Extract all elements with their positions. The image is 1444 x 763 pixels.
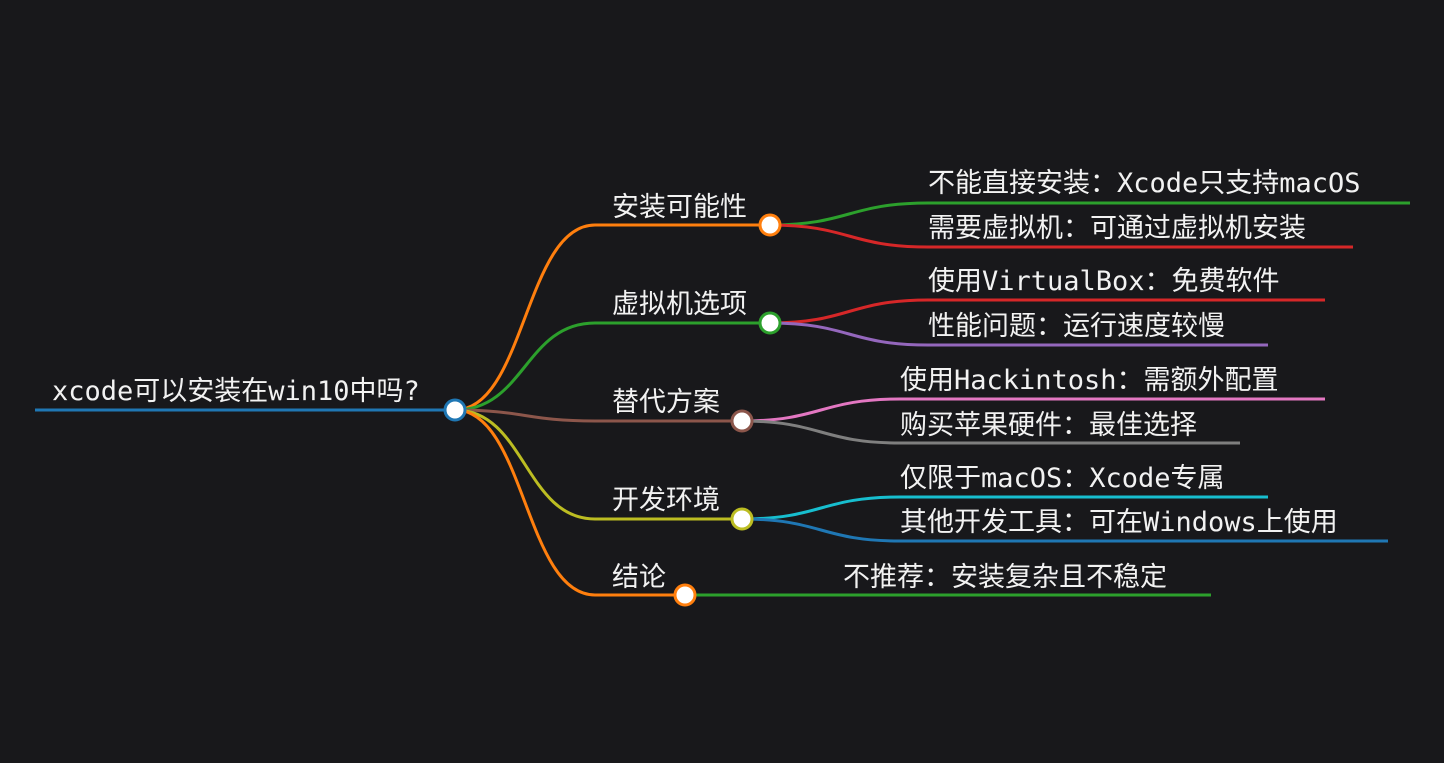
branch-label-dev-environment: 开发环境 <box>612 485 720 516</box>
edge-install-possibility-to-leaf-0 <box>769 201 929 227</box>
edge-vm-options-to-leaf-1 <box>769 321 929 347</box>
leaf-label-other-tools: 其他开发工具：可在Windows上使用 <box>900 507 1338 538</box>
branch-node-vm-options <box>758 311 782 335</box>
edge-install-possibility-to-leaf-1 <box>769 223 929 249</box>
leaf-label-cannot-install-directly: 不能直接安装：Xcode只支持macOS <box>928 168 1361 199</box>
branch-label-conclusion: 结论 <box>612 562 666 593</box>
leaf-label-performance: 性能问题：运行速度较慢 <box>928 311 1225 342</box>
leaf-label-macos-only: 仅限于macOS：Xcode专属 <box>900 463 1225 494</box>
edge-root-to-dev-environment <box>454 408 596 521</box>
branch-node-install-possibility <box>758 213 782 237</box>
root-node <box>443 398 467 422</box>
edge-root-to-alternatives <box>454 408 596 423</box>
branch-label-vm-options: 虚拟机选项 <box>612 289 747 320</box>
edge-vm-options-to-leaf-0 <box>769 298 929 325</box>
node-layer <box>443 213 782 607</box>
leaf-label-hackintosh: 使用Hackintosh：需额外配置 <box>900 365 1279 396</box>
branch-node-conclusion <box>673 583 697 607</box>
branch-label-alternatives: 替代方案 <box>612 387 720 418</box>
edge-dev-environment-to-leaf-0 <box>741 495 901 521</box>
edge-dev-environment-to-leaf-1 <box>741 517 901 543</box>
branch-node-dev-environment <box>730 507 754 531</box>
leaf-label-not-recommended: 不推荐：安装复杂且不稳定 <box>843 562 1167 593</box>
edge-root-to-conclusion <box>454 408 596 597</box>
edge-layer <box>35 201 1410 597</box>
leaf-label-buy-apple-hardware: 购买苹果硬件：最佳选择 <box>900 410 1197 441</box>
edge-root-to-install-possibility <box>454 223 596 412</box>
leaf-label-virtualbox: 使用VirtualBox：免费软件 <box>928 266 1280 297</box>
branch-node-alternatives <box>730 409 754 433</box>
edge-alternatives-to-leaf-1 <box>741 419 901 445</box>
root-topic: xcode可以安装在win10中吗? <box>52 376 420 407</box>
branch-label-install-possibility: 安装可能性 <box>612 192 747 223</box>
leaf-label-needs-vm: 需要虚拟机：可通过虚拟机安装 <box>928 213 1306 244</box>
edge-alternatives-to-leaf-0 <box>741 397 901 423</box>
edge-root-to-vm-options <box>454 321 596 412</box>
